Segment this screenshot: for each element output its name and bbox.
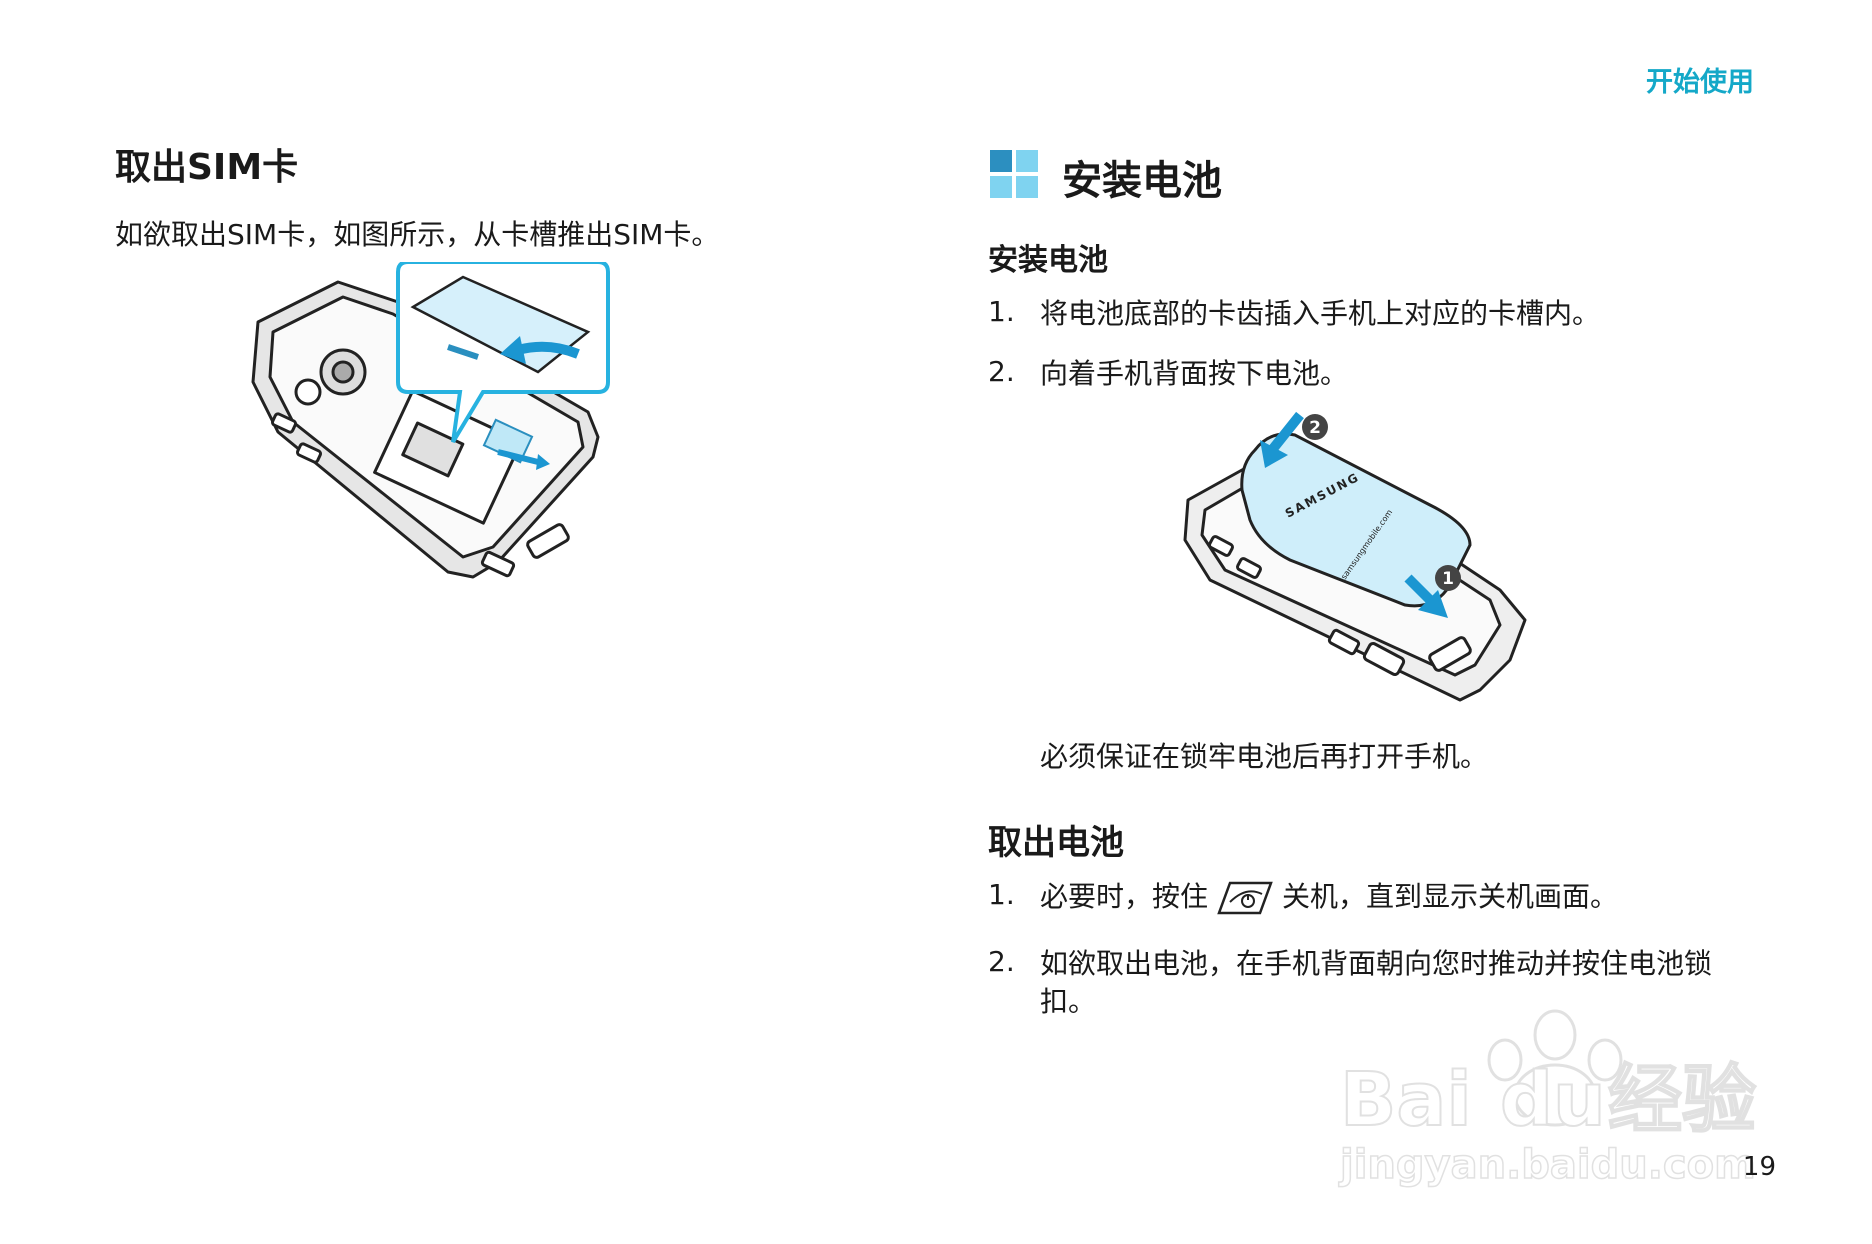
step-number: 1. — [988, 295, 1015, 328]
watermark-bai: Bai — [1340, 1057, 1472, 1143]
sim-removal-illustration — [251, 262, 610, 579]
remove-sim-heading: 取出SIM卡 — [115, 147, 299, 188]
step-text-after: 关机，直到显示关机画面。 — [1282, 880, 1619, 913]
step-number: 2. — [988, 355, 1015, 388]
step-text: 如欲取出电池，在手机背面朝向您时推动并按住电池锁扣。 — [1040, 947, 1713, 1018]
remove-battery-subtitle: 取出电池 — [988, 823, 1124, 863]
page-number: 19 — [1742, 1152, 1776, 1182]
battery-install-illustration: SAMSUNG samsungmobile.com 2 1 — [1183, 411, 1527, 702]
step-text-row: 必要时，按住 关机，直到显示关机画面。 — [1040, 878, 1760, 916]
install-battery-subtitle: 安装电池 — [988, 243, 1108, 278]
step-number: 2. — [988, 945, 1015, 978]
baidu-jingyan-watermark: Bai du 经验 jingyan.baidu.com — [1337, 1009, 1757, 1189]
section-squares-icon — [990, 150, 1038, 198]
install-battery-section-title: 安装电池 — [1062, 158, 1222, 204]
callout-1-badge — [1435, 565, 1461, 591]
battery-lock-note: 必须保证在锁牢电池后再打开手机。 — [1040, 740, 1489, 773]
callout-2-badge — [1302, 414, 1328, 440]
phone-back-drawing — [251, 280, 600, 579]
remove-sim-paragraph: 如欲取出SIM卡，如图所示，从卡槽推出SIM卡。 — [115, 218, 720, 251]
press-down-arrow — [1268, 411, 1304, 454]
step-text: 将电池底部的卡齿插入手机上对应的卡槽内。 — [1040, 297, 1601, 330]
battery-drawing: SAMSUNG samsungmobile.com — [1240, 432, 1472, 608]
step-text-before: 必要时，按住 — [1040, 880, 1209, 913]
push-arrow-small — [497, 449, 539, 465]
step-text: 向着手机背面按下电池。 — [1040, 357, 1349, 390]
end-power-key-icon — [1217, 881, 1273, 915]
section-header-label: 开始使用 — [1646, 67, 1754, 98]
push-arrow-large — [516, 341, 580, 359]
watermark-jingyan: 经验 — [1608, 1057, 1756, 1143]
callout-1-number: 1 — [1442, 569, 1454, 589]
step-number: 1. — [988, 878, 1015, 911]
watermark-du: du — [1500, 1057, 1606, 1143]
watermark-url: jingyan.baidu.com — [1338, 1142, 1756, 1188]
paw-icon — [1487, 1009, 1623, 1127]
callout-2-number: 2 — [1309, 418, 1321, 438]
